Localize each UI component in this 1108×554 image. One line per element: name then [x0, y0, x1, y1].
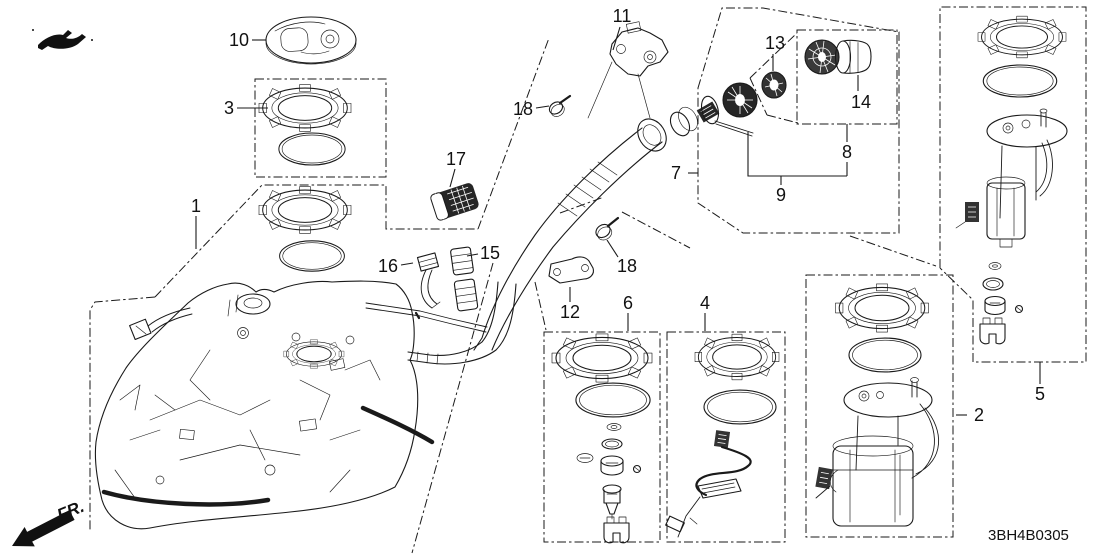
cup-seal-5 — [984, 295, 1006, 316]
callout-16: 16 — [378, 256, 398, 276]
fr-label: FR. — [54, 497, 87, 525]
fuel-filler-pipe-drawing — [407, 101, 720, 365]
callout-1: 1 — [191, 196, 201, 216]
callout-9: 9 — [776, 185, 786, 205]
pipe-boundary-c — [534, 281, 547, 331]
fr-direction-marker: FR. — [12, 497, 87, 547]
bolt-18-lower — [595, 216, 620, 241]
screw-5 — [1014, 304, 1024, 314]
callout-6: 6 — [623, 293, 633, 313]
fuel-tank-drawing — [94, 280, 488, 530]
pipe-protector-sleeve — [430, 183, 479, 221]
callout-3: 3 — [224, 98, 234, 118]
fuel-pump-module-2 — [815, 377, 939, 527]
lock-ring-4 — [694, 333, 780, 381]
filler-lid-cover — [265, 16, 357, 65]
pipe-lower-elbow — [407, 281, 517, 365]
tank-surface-details — [114, 294, 381, 499]
callout-17: 17 — [446, 149, 466, 169]
tank-right-boundary — [411, 262, 494, 554]
diagram-part-code: 3BH4B0305 — [988, 527, 1069, 544]
sensor-plug-6 — [602, 484, 622, 520]
callout-18-lower: 18 — [617, 256, 637, 276]
pipe-boundary-b — [621, 211, 691, 249]
callout-11: 11 — [613, 6, 632, 26]
retainer-clip-6 — [603, 516, 630, 544]
tank-vent-hose — [365, 302, 488, 333]
fuel-pump-module-5 — [955, 108, 1068, 248]
lock-ring-3 — [258, 84, 352, 132]
callouts: 1 2 3 4 5 6 7 8 9 10 11 12 13 14 15 16 1… — [191, 6, 1045, 425]
callout-12: 12 — [560, 302, 580, 322]
cap-gasket — [700, 95, 720, 125]
pipe-ribs — [557, 161, 618, 217]
cap-ratchet-dark — [722, 82, 758, 118]
callout-13: 13 — [765, 33, 785, 53]
pump-small-parts-5 — [979, 262, 1024, 345]
group-box-13 — [749, 32, 799, 124]
callout-4: 4 — [700, 293, 710, 313]
callout-15: 15 — [480, 243, 500, 263]
tank-strap-rear — [360, 405, 435, 445]
callout-10: 10 — [229, 30, 249, 50]
filler-cap-parts-group — [700, 39, 872, 137]
connector-7-to-5 — [849, 235, 937, 267]
pipe-inlet-collar — [669, 101, 720, 137]
fuel-level-sender-4 — [665, 430, 752, 538]
cap-ratchet-light — [804, 39, 840, 75]
tank-filler-cap-boss — [235, 293, 271, 315]
group-box-5 — [939, 6, 1087, 363]
lock-ring-5 — [977, 15, 1067, 59]
retainer-clip-5 — [979, 317, 1006, 345]
group-boundaries — [89, 6, 1087, 554]
lock-ring-6 — [551, 333, 653, 383]
callout-7: 7 — [671, 163, 681, 183]
callout-14: 14 — [851, 92, 871, 112]
o-ring-6 — [575, 382, 651, 418]
hose-clip-15 — [450, 246, 479, 312]
leader-lines — [195, 26, 1041, 416]
tank-strap-front — [101, 489, 271, 507]
group-box-6 — [543, 331, 661, 543]
callout-2: 2 — [974, 405, 984, 425]
callout-5: 5 — [1035, 384, 1045, 404]
vent-shut-valve — [587, 21, 669, 119]
cap-cover-14 — [834, 39, 872, 74]
cap-inner-ring-13 — [761, 71, 787, 99]
tank-left-boundary — [89, 296, 156, 532]
group-box-3 — [254, 78, 387, 178]
tank-ring-boundary — [154, 184, 478, 298]
screw-6 — [632, 464, 642, 474]
cap-pin — [714, 120, 754, 137]
tank-sender-opening — [283, 339, 345, 369]
lock-ring-2 — [834, 283, 930, 333]
o-ring-5 — [982, 64, 1058, 98]
bolt-18-upper — [548, 94, 572, 117]
group-box-2 — [805, 274, 954, 538]
vehicle-marker-icon — [32, 29, 93, 50]
o-ring-tank — [279, 240, 345, 272]
group-box-4 — [666, 331, 786, 543]
o-ring-3 — [278, 132, 346, 166]
tank-left-hose — [129, 307, 193, 341]
pipe-mouth — [637, 118, 667, 152]
callout-8: 8 — [842, 142, 852, 162]
hose-clip-16 — [416, 252, 441, 309]
o-ring-4 — [703, 389, 777, 425]
o-ring-2 — [848, 337, 922, 373]
lock-ring-tank — [258, 186, 352, 234]
group-box-7 — [697, 7, 900, 234]
group-box-8 — [796, 29, 898, 125]
fr-arrow-icon — [12, 510, 75, 547]
pipe-stay-bracket — [548, 256, 594, 284]
cup-seal-6 — [600, 455, 624, 476]
pipe-boundary-left — [477, 37, 550, 230]
callout-18-upper: 18 — [513, 99, 533, 119]
meter-unit-parts-6 — [576, 423, 642, 544]
